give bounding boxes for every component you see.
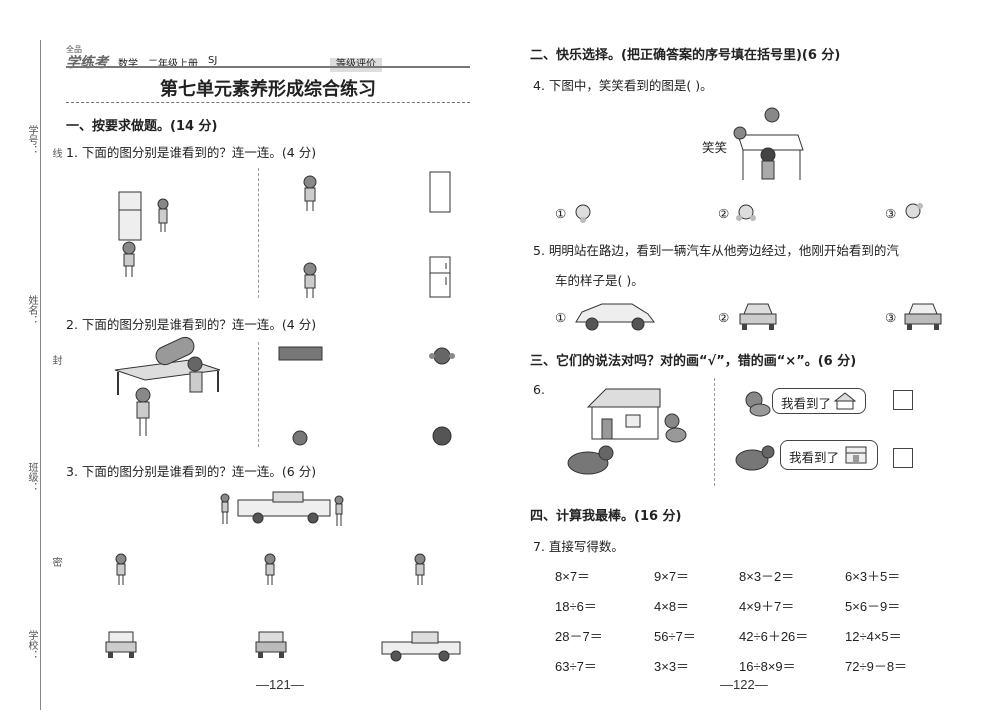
logo-top: 全品 <box>66 45 82 54</box>
q4-option-3-label: ③ <box>885 206 897 221</box>
q4-table-scene <box>733 107 804 180</box>
question-3: 3. 下面的图分别是谁看到的？连一连。(6 分) <box>66 464 317 479</box>
calc-item: 3×3＝ <box>654 659 690 674</box>
page-title: 第七单元素养形成综合练习 <box>160 79 376 100</box>
calc-item: 6×3＋5＝ <box>845 569 901 584</box>
q3-child-1 <box>115 553 127 585</box>
q3-truck-scene <box>220 491 344 526</box>
q6-house-front-icon <box>845 446 867 464</box>
q6-answer-box-1[interactable] <box>893 390 913 410</box>
rating-label: 等级评价 <box>330 58 382 72</box>
calc-item: 28－7＝ <box>555 629 603 644</box>
q6-answer-box-2[interactable] <box>893 448 913 468</box>
rating-box: 等级评价 <box>330 52 470 72</box>
binding-line <box>40 40 41 710</box>
q3-truck-side <box>381 631 461 662</box>
section-4-heading: 四、计算我最棒。(16 分) <box>530 509 682 524</box>
section-2-heading: 二、快乐选择。(把正确答案的序号填在括号里)(6 分) <box>530 48 841 63</box>
binding-label-secret: 密 <box>50 557 61 567</box>
page-number-right: —122— <box>720 677 768 692</box>
q5-option-1-label: ① <box>555 310 567 325</box>
q6-speech-bubble-dog: 我看到了 <box>772 388 866 414</box>
q2-view-circle <box>292 430 308 446</box>
q6-divider <box>714 378 715 486</box>
q5-option-2-label: ② <box>718 310 730 325</box>
calc-item: 5×6－9＝ <box>845 599 901 614</box>
calc-item: 42÷6＋26＝ <box>739 629 809 644</box>
q3-truck-back <box>255 631 287 658</box>
question-6: 6. <box>533 382 545 397</box>
q6-pig-icon <box>735 445 775 471</box>
binding-label-class: 班级： <box>26 462 37 492</box>
header-grade: 二年级上册 <box>148 59 198 70</box>
page-number-left: —121— <box>256 677 304 692</box>
q5-car-side <box>575 303 655 331</box>
q2-divider <box>258 342 259 447</box>
q6-bubble-text-dog: 我看到了 <box>781 396 832 411</box>
q4-option-2-image <box>736 204 756 221</box>
calc-item: 63÷7＝ <box>555 659 597 674</box>
q5-car-back <box>739 303 777 330</box>
calc-item: 4×9＋7＝ <box>739 599 795 614</box>
header-edition: SJ <box>208 55 218 66</box>
q2-head-back <box>432 426 452 446</box>
question-1: 1. 下面的图分别是谁看到的？连一连。(4 分) <box>66 145 317 160</box>
q5-option-3-label: ③ <box>885 310 897 325</box>
binding-label-school: 学校： <box>26 630 37 660</box>
q5-car-front <box>904 303 942 330</box>
binding-label-line: 线 <box>50 148 61 158</box>
question-2: 2. 下面的图分别是谁看到的？连一连。(4 分) <box>66 317 317 332</box>
title-rule <box>66 102 470 103</box>
binding-label-seal: 封 <box>50 355 61 365</box>
question-5-line-1: 5. 明明站在路边，看到一辆汽车从他旁边经过，他刚开始看到的汽 <box>533 243 899 258</box>
calc-item: 4×8＝ <box>654 599 690 614</box>
q3-child-2 <box>264 553 276 585</box>
logo: 学练考 <box>66 55 108 71</box>
header-subject: 数学 <box>118 59 138 70</box>
q1-girl-bottom <box>303 262 317 298</box>
q1-divider <box>258 168 259 298</box>
q4-name-label: 笑笑 <box>702 140 728 155</box>
calc-item: 56÷7＝ <box>654 629 696 644</box>
q6-bubble-text-pig: 我看到了 <box>789 450 840 465</box>
binding-label-student-no: 学号： <box>26 125 37 155</box>
q6-speech-bubble-pig: 我看到了 <box>780 440 878 470</box>
calc-item: 8×7＝ <box>555 569 591 584</box>
binding-label-name: 姓名： <box>26 295 37 325</box>
q2-view-rect <box>278 346 323 361</box>
q4-option-3-image <box>905 203 923 219</box>
section-3-heading: 三、它们的说法对吗？对的画“√”，错的画“×”。(6 分) <box>530 354 857 369</box>
question-4: 4. 下图中，笑笑看到的图是( )。 <box>533 78 713 93</box>
section-1-heading: 一、按要求做题。(14 分) <box>66 119 218 134</box>
q1-view-side <box>429 171 451 213</box>
q1-girl-top <box>303 175 317 211</box>
question-5-line-2: 车的样子是( )。 <box>555 273 644 288</box>
q6-dog-icon <box>745 391 771 417</box>
header-rule <box>66 66 470 68</box>
q2-table-scene <box>114 336 221 436</box>
calc-item: 16÷8×9＝ <box>739 659 796 674</box>
q4-option-2-label: ② <box>718 206 730 221</box>
q3-truck-front <box>105 631 137 658</box>
question-7: 7. 直接写得数。 <box>533 539 624 554</box>
q6-house-scene <box>567 388 687 475</box>
q6-house-side-icon <box>833 392 857 410</box>
q4-option-1-label: ① <box>555 206 567 221</box>
calc-item: 8×3－2＝ <box>739 569 795 584</box>
calc-item: 72÷9－8＝ <box>845 659 908 674</box>
q3-child-3 <box>414 553 426 585</box>
q4-option-1-image <box>575 204 591 223</box>
calc-item: 18÷6＝ <box>555 599 597 614</box>
q2-head-front <box>429 347 455 365</box>
calc-item: 9×7＝ <box>654 569 690 584</box>
q1-fridge-scene <box>118 191 169 277</box>
calc-item: 12÷4×5＝ <box>845 629 902 644</box>
q1-view-front <box>429 256 451 298</box>
